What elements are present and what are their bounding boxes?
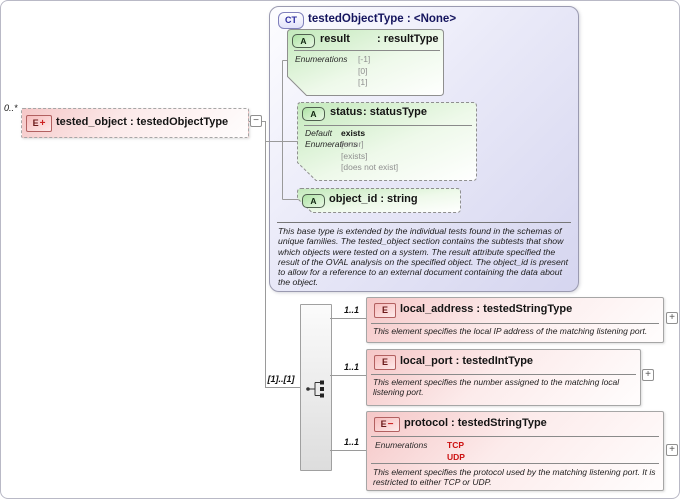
attribute-letter: A	[300, 35, 307, 46]
expand-toggle-local-address[interactable]: +	[666, 312, 678, 324]
model-group-cardinality: [1]..[1]	[267, 374, 295, 384]
element-icon: E	[374, 355, 396, 370]
element-local-port-box[interactable]: E local_port : testedIntType This elemen…	[366, 349, 641, 406]
expand-toggle-protocol[interactable]: +	[666, 444, 678, 456]
attribute-type: : statusType	[363, 106, 427, 118]
element-title: local_address : testedStringType	[400, 303, 573, 315]
attribute-status-shape	[297, 102, 477, 181]
element-title: protocol : testedStringType	[404, 417, 547, 429]
element-local-address-box[interactable]: E local_address : testedStringType This …	[366, 297, 664, 343]
element-minus-icon: E−	[374, 417, 400, 432]
complex-type-title: testedObjectType : <None>	[308, 13, 457, 25]
attribute-status[interactable]: A status : statusType Default exists Enu…	[297, 102, 477, 181]
complex-type-description: This base type is extended by the indivi…	[278, 226, 569, 288]
cardinality-local-address: 1..1	[343, 305, 359, 315]
enumerations-label: Enumerations	[305, 139, 358, 149]
element-letter: E	[381, 357, 388, 367]
plus-glyph: +	[39, 117, 46, 129]
enumeration-values: [error] [exists] [does not exist]	[341, 139, 399, 172]
element-description: This element specifies the protocol used…	[373, 467, 656, 487]
attribute-type: : resultType	[377, 33, 439, 45]
cardinality-protocol: 1..1	[343, 437, 359, 447]
element-letter: E	[380, 419, 387, 429]
element-icon: E	[374, 303, 396, 318]
collapse-toggle[interactable]: −	[250, 115, 262, 127]
enumeration-values: TCP UDP	[447, 440, 465, 462]
element-description: This element specifies the number assign…	[373, 377, 620, 397]
element-title: local_port : testedIntType	[400, 355, 534, 367]
root-element-box[interactable]: E+ tested_object : testedObjectType	[21, 108, 249, 138]
element-plus-icon: E+	[26, 115, 52, 132]
attribute-icon: A	[302, 194, 325, 208]
element-letter: E	[32, 118, 39, 128]
attribute-icon: A	[292, 34, 315, 48]
sequence-model-group[interactable]	[300, 304, 332, 471]
attribute-title: object_id : string	[329, 193, 418, 205]
root-element-title: tested_object : testedObjectType	[56, 116, 229, 128]
element-description: This element specifies the local IP addr…	[373, 326, 648, 336]
complex-type-badge-label: CT	[285, 15, 297, 25]
attribute-result-shape	[287, 29, 444, 96]
element-letter: E	[381, 305, 388, 315]
attribute-name: result	[320, 33, 350, 45]
enumerations-label: Enumerations	[375, 440, 428, 450]
sequence-icon	[306, 380, 324, 398]
attribute-result[interactable]: A result : resultType Enumerations [-1] …	[287, 29, 444, 96]
root-cardinality: 0..*	[4, 103, 18, 113]
attribute-icon: A	[302, 107, 325, 121]
default-value: exists	[341, 128, 366, 138]
expand-toggle-local-port[interactable]: +	[642, 369, 654, 381]
attribute-object-id-shape	[297, 188, 461, 213]
attribute-letter: A	[310, 195, 317, 206]
attribute-name: status	[330, 106, 363, 118]
enumerations-label: Enumerations	[295, 54, 348, 64]
enumeration-values: [-1] [0] [1]	[358, 54, 371, 87]
attribute-object-id[interactable]: A object_id : string	[297, 188, 461, 213]
description-separator	[277, 222, 571, 223]
cardinality-local-port: 1..1	[343, 362, 359, 372]
element-protocol-box[interactable]: E− protocol : testedStringType Enumerati…	[366, 411, 664, 491]
complex-type-badge-icon: CT	[278, 12, 304, 29]
minus-glyph: −	[387, 418, 394, 430]
default-label: Default	[305, 128, 332, 138]
attribute-letter: A	[310, 108, 317, 119]
